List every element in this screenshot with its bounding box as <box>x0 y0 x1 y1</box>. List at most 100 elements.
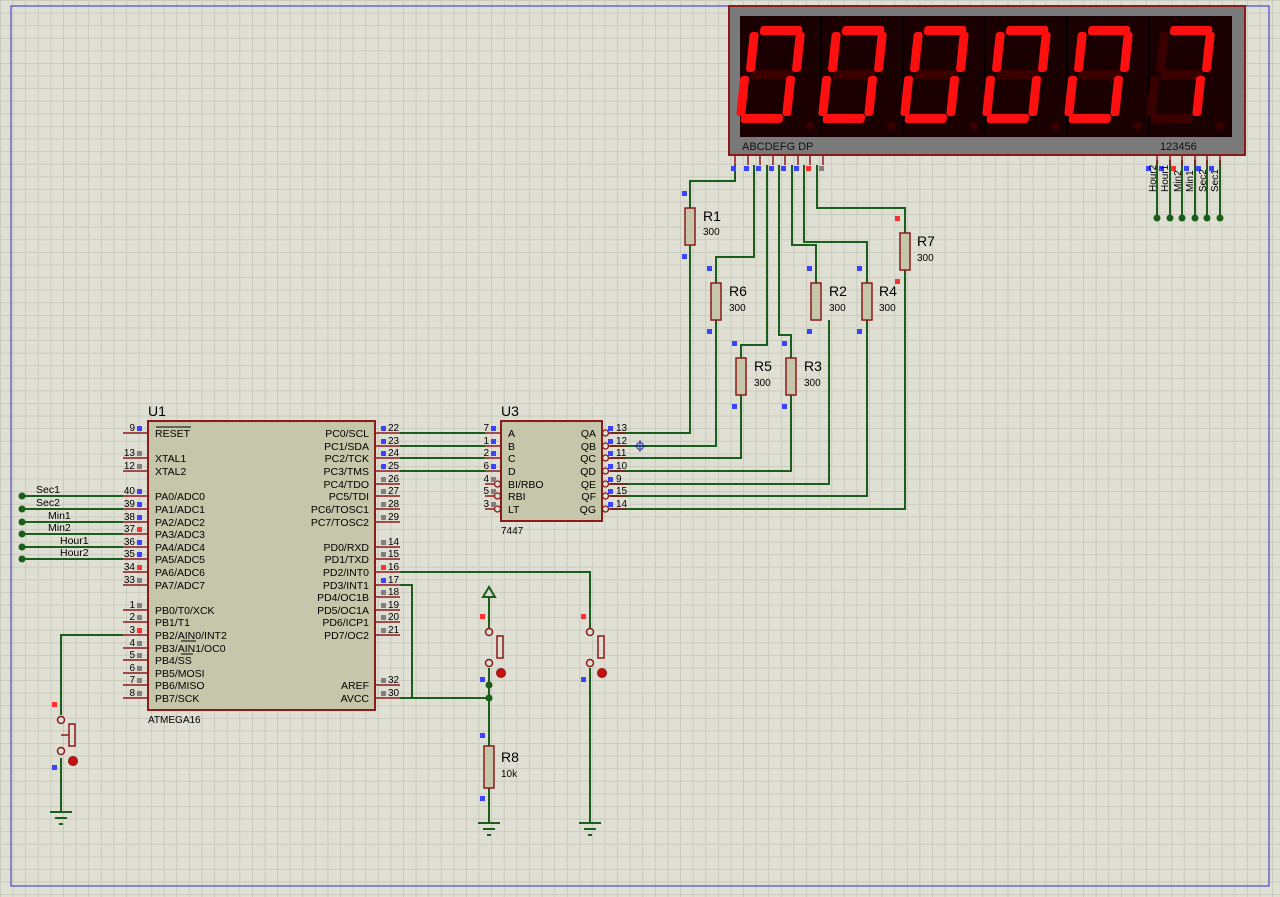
resistor-r5[interactable]: R5 300 <box>732 341 772 409</box>
resistor-r7[interactable]: R7 300 <box>895 216 935 284</box>
svg-text:B: B <box>508 441 515 453</box>
svg-text:6: 6 <box>129 663 135 674</box>
pushbutton-pd3[interactable] <box>480 614 506 682</box>
svg-text:RBI: RBI <box>508 491 526 503</box>
pushbutton-pb2[interactable] <box>52 702 78 770</box>
svg-text:36: 36 <box>124 537 136 548</box>
ground-icons[interactable] <box>50 811 601 836</box>
svg-text:14: 14 <box>616 499 628 510</box>
segment-pin-label: ABCDEFG DP <box>742 141 814 153</box>
resistor-r4[interactable]: R4 300 <box>857 266 897 334</box>
svg-text:40: 40 <box>124 486 136 497</box>
u1-ref: U1 <box>148 403 166 419</box>
wires[interactable] <box>22 160 1221 822</box>
resistor-r1[interactable]: R1 300 <box>682 191 721 259</box>
resistor-r3[interactable]: R3 300 <box>782 341 822 409</box>
svg-text:PA4/ADC4: PA4/ADC4 <box>155 542 205 554</box>
u1-pin-36[interactable]: 36 PA4/ADC4 <box>123 537 205 554</box>
svg-text:13: 13 <box>124 448 136 459</box>
digit-3 <box>900 26 978 130</box>
pushbutton-pd2[interactable] <box>581 614 607 682</box>
svg-text:1: 1 <box>483 436 489 447</box>
svg-text:25: 25 <box>388 461 400 472</box>
r8-value: 10k <box>501 769 518 780</box>
svg-text:26: 26 <box>388 474 400 485</box>
svg-text:30: 30 <box>388 688 400 699</box>
svg-text:17: 17 <box>388 575 400 586</box>
power-terminal-icon[interactable] <box>481 585 497 598</box>
svg-text:2: 2 <box>129 612 135 623</box>
svg-text:20: 20 <box>388 612 400 623</box>
u3-pin-9[interactable]: 9QE <box>581 474 626 491</box>
seven-segment-display[interactable]: ABCDEFG DP 123456 Hour2 Hour1 Min2 Min1 <box>728 5 1246 192</box>
net-label-hour1: Hour1 <box>60 535 89 547</box>
resistor-r8[interactable]: R8 10k <box>480 733 519 801</box>
u1-part: ATMEGA16 <box>148 715 201 726</box>
resistor-r2[interactable]: R2 300 <box>807 266 847 334</box>
svg-text:PA3/ADC3: PA3/ADC3 <box>155 529 205 541</box>
net-label-sec1: Sec1 <box>36 484 60 496</box>
svg-text:PD5/OC1A: PD5/OC1A <box>317 605 369 617</box>
resistor-r6[interactable]: R6 300 <box>707 266 747 334</box>
svg-text:24: 24 <box>388 448 400 459</box>
svg-text:6: 6 <box>483 461 489 472</box>
net-label-sec2: Sec2 <box>36 497 60 509</box>
svg-text:QE: QE <box>581 479 596 491</box>
